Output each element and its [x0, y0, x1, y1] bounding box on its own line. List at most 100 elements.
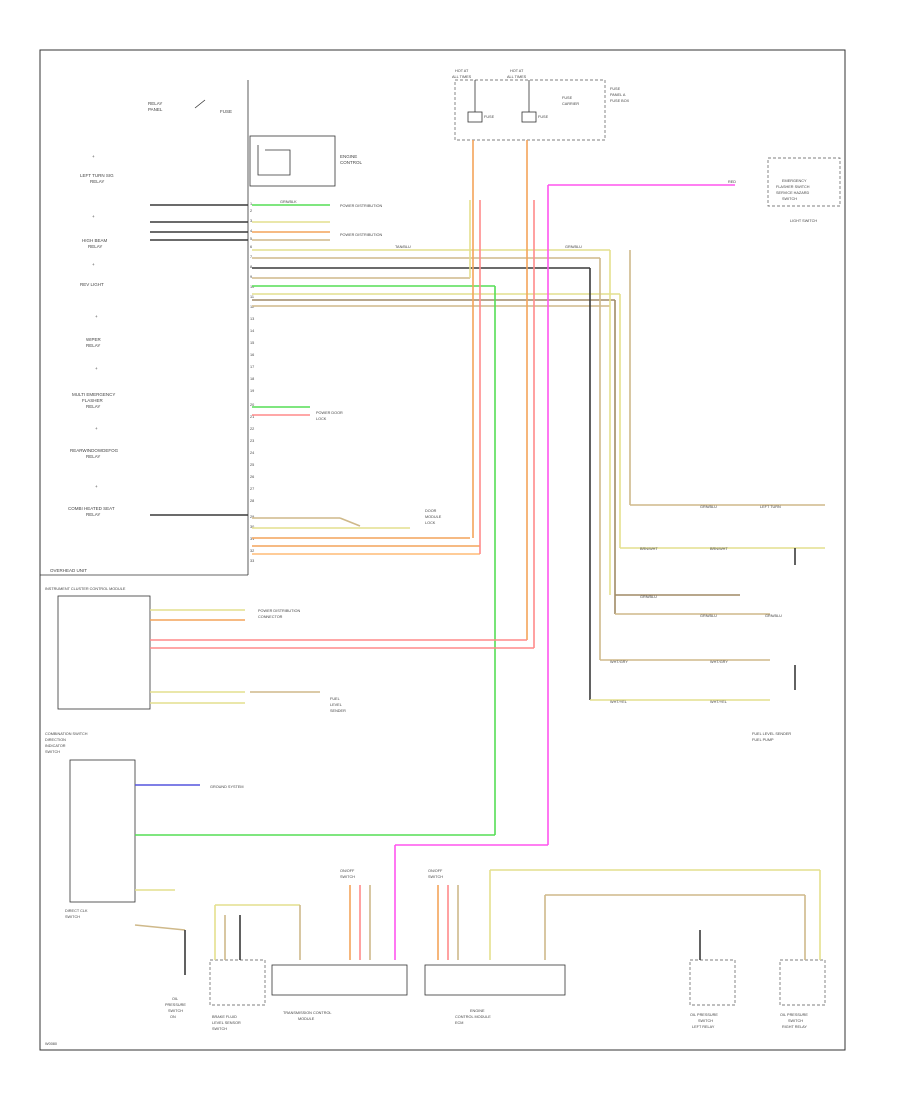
svg-text:WIPER: WIPER [86, 337, 102, 342]
svg-text:SWITCH: SWITCH [428, 875, 443, 879]
svg-text:LEVEL SENSOR: LEVEL SENSOR [212, 1021, 241, 1025]
svg-text:PANEL A: PANEL A [610, 93, 626, 97]
svg-text:COMBINATION SWITCH: COMBINATION SWITCH [45, 732, 88, 736]
svg-text:LEVEL: LEVEL [330, 703, 342, 707]
svg-text:RED: RED [728, 180, 736, 184]
module-caption: OVERHEAD UNIT [50, 568, 87, 573]
svg-text:GRN/BLU: GRN/BLU [700, 505, 717, 509]
svg-text:BRAKE FLUID: BRAKE FLUID [212, 1015, 237, 1019]
svg-text:LEFT TURN SIG: LEFT TURN SIG [80, 173, 114, 178]
lower-modules: BRAKE FLUID LEVEL SENSOR SWITCH TRANSMIS… [209, 959, 826, 1031]
svg-text:HOT AT: HOT AT [510, 69, 524, 73]
svg-text:31: 31 [250, 537, 254, 541]
svg-text:GROUND SYSTEM: GROUND SYSTEM [210, 785, 244, 789]
svg-text:FUSE: FUSE [484, 115, 495, 119]
svg-text:ON: ON [170, 1015, 176, 1019]
svg-text:WHT/YEL: WHT/YEL [610, 700, 627, 704]
svg-text:MODULE: MODULE [425, 515, 442, 519]
svg-text:3: 3 [250, 219, 252, 223]
svg-text:20: 20 [250, 403, 254, 407]
svg-text:ECM: ECM [455, 1021, 463, 1025]
fuel-level-caption: FUEL LEVEL SENDER [752, 732, 791, 736]
svg-text:26: 26 [250, 475, 254, 479]
svg-text:MODULE: MODULE [298, 1017, 315, 1021]
svg-text:DOOR: DOOR [425, 509, 437, 513]
svg-text:CONNECTOR: CONNECTOR [258, 615, 283, 619]
svg-text:27: 27 [250, 487, 254, 491]
svg-text:GRN/BLU: GRN/BLU [700, 614, 717, 618]
svg-text:OIL: OIL [172, 997, 178, 1001]
svg-text:REARWINDOWDEFOG: REARWINDOWDEFOG [70, 448, 119, 453]
svg-text:LOCK: LOCK [316, 417, 327, 421]
svg-text:28: 28 [250, 499, 254, 503]
svg-text:ENGINE: ENGINE [340, 154, 357, 159]
svg-text:POWER DOOR: POWER DOOR [316, 411, 343, 415]
svg-text:PANEL: PANEL [148, 107, 163, 112]
diagram-frame [39, 49, 846, 1051]
svg-text:+: + [92, 154, 95, 159]
svg-text:+: + [95, 314, 98, 319]
svg-text:+: + [92, 214, 95, 219]
svg-text:11: 11 [250, 295, 254, 299]
svg-text:22: 22 [250, 427, 254, 431]
trunk-wires: RED [469, 140, 736, 845]
svg-text:SENDER: SENDER [330, 709, 346, 713]
svg-text:MULTI EMERGENCY: MULTI EMERGENCY [72, 392, 115, 397]
svg-text:SWITCH: SWITCH [782, 197, 797, 201]
svg-text:ALL TIMES: ALL TIMES [452, 75, 472, 79]
svg-text:RELAY: RELAY [86, 454, 100, 459]
main-module-connector: OVERHEAD UNIT ENGINE CONTROL [40, 80, 362, 576]
svg-text:FUSE: FUSE [610, 87, 621, 91]
bottom-wire-drops: ON/OFF SWITCH ON/OFF SWITCH [214, 844, 821, 960]
svg-text:LOCK: LOCK [425, 521, 436, 525]
svg-text:23: 23 [250, 439, 254, 443]
hazard-switch: EMERGENCY FLASHER SWITCH SERVICE HAZARD … [767, 157, 841, 223]
svg-text:INDICATOR: INDICATOR [45, 744, 66, 748]
svg-text:FUSE: FUSE [220, 109, 232, 114]
svg-text:4: 4 [250, 229, 252, 233]
svg-text:SWITCH: SWITCH [340, 875, 355, 879]
svg-text:DIRECTION: DIRECTION [45, 738, 66, 742]
right-relay-label: RIGHT RELAY [782, 1025, 807, 1029]
svg-text:RELAY: RELAY [148, 101, 162, 106]
svg-text:LIGHT SWITCH: LIGHT SWITCH [790, 219, 817, 223]
svg-text:1: 1 [250, 202, 252, 206]
svg-text:COMBI HEATED SEAT: COMBI HEATED SEAT [68, 506, 115, 511]
svg-text:24: 24 [250, 451, 254, 455]
svg-text:ALL TIMES: ALL TIMES [507, 75, 527, 79]
fuse-box: HOT AT ALL TIMES HOT AT ALL TIMES FUSE F… [452, 69, 630, 141]
left-input-wires [150, 204, 248, 516]
svg-text:FLASHER SWITCH: FLASHER SWITCH [776, 185, 810, 189]
svg-text:33: 33 [250, 559, 254, 563]
svg-text:EMERGENCY: EMERGENCY [782, 179, 807, 183]
svg-text:30: 30 [250, 525, 254, 529]
svg-text:POWER DISTRIBUTION: POWER DISTRIBUTION [340, 233, 382, 237]
left-relay-label: LEFT RELAY [692, 1025, 715, 1029]
svg-text:FUSE BOX: FUSE BOX [610, 99, 630, 103]
svg-text:RELAY: RELAY [88, 244, 102, 249]
svg-text:LEFT TURN: LEFT TURN [760, 505, 781, 509]
left-component-labels: RELAY PANEL FUSE + LEFT TURN SIG RELAY +… [68, 99, 232, 517]
svg-text:WHT/GRY: WHT/GRY [710, 660, 728, 664]
svg-text:16: 16 [250, 353, 254, 357]
svg-text:CARRIER: CARRIER [562, 102, 579, 106]
svg-text:ON/OFF: ON/OFF [428, 869, 443, 873]
svg-text:+: + [95, 366, 98, 371]
svg-text:WHT/YEL: WHT/YEL [710, 700, 727, 704]
lower-left-module: COMBINATION SWITCH DIRECTION INDICATOR S… [45, 732, 495, 1019]
svg-text:8: 8 [250, 265, 252, 269]
svg-text:GRN/BLK: GRN/BLK [280, 200, 297, 204]
svg-text:2: 2 [250, 209, 252, 213]
svg-text:POWER DISTRIBUTION: POWER DISTRIBUTION [340, 204, 382, 208]
svg-text:HIGH BEAM: HIGH BEAM [82, 238, 108, 243]
instrument-cluster-label: INSTRUMENT CLUSTER CONTROL MODULE [45, 587, 126, 591]
svg-text:+: + [95, 484, 98, 489]
svg-text:FUEL: FUEL [330, 697, 340, 701]
svg-text:RELAY: RELAY [86, 343, 100, 348]
right-harness-wires: GRN/BLU LEFT TURN BRN/WHT BRN/WHT GRN/BL… [589, 250, 825, 742]
svg-text:10: 10 [250, 285, 254, 289]
svg-text:GRN/BLU: GRN/BLU [565, 245, 582, 249]
svg-text:FUSE: FUSE [538, 115, 549, 119]
